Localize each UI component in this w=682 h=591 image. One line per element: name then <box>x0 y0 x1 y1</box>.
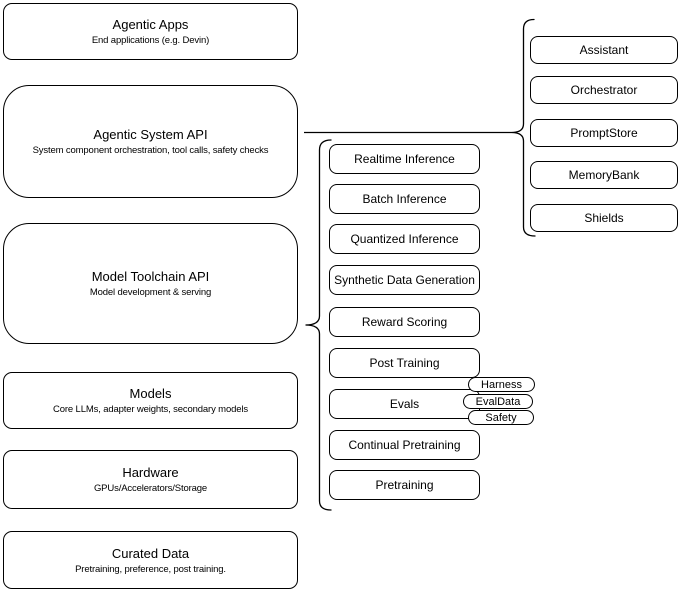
node-reward-scoring: Reward Scoring <box>329 307 480 337</box>
node-subtitle: System component orchestration, tool cal… <box>32 145 269 156</box>
node-title: Agentic Apps <box>112 17 189 32</box>
node-post-training: Post Training <box>329 348 480 378</box>
node-subtitle: Core LLMs, adapter weights, secondary mo… <box>53 404 248 415</box>
badge-harness: Harness <box>468 377 535 392</box>
node-synthetic-data-generation: Synthetic Data Generation <box>329 265 480 295</box>
node-memorybank: MemoryBank <box>530 161 678 189</box>
node-assistant: Assistant <box>530 36 678 64</box>
node-continual-pretraining: Continual Pretraining <box>329 430 480 460</box>
node-shields: Shields <box>530 204 678 232</box>
node-curated-data: Curated Data Pretraining, preference, po… <box>3 531 298 589</box>
toolchain-brace <box>305 139 332 511</box>
node-model-toolchain-api: Model Toolchain API Model development & … <box>3 223 298 344</box>
node-title: Model Toolchain API <box>91 269 210 284</box>
node-subtitle: End applications (e.g. Devin) <box>91 35 210 46</box>
node-title: Agentic System API <box>93 127 208 142</box>
node-title: Models <box>129 386 172 401</box>
node-subtitle: Pretraining, preference, post training. <box>75 563 226 575</box>
node-agentic-system-api: Agentic System API System component orch… <box>3 85 298 198</box>
node-title: Hardware <box>122 465 179 480</box>
badge-safety: Safety <box>468 410 534 425</box>
node-quantized-inference: Quantized Inference <box>329 224 480 254</box>
node-title: Curated Data <box>111 545 190 561</box>
node-models: Models Core LLMs, adapter weights, secon… <box>3 372 298 429</box>
node-agentic-apps: Agentic Apps End applications (e.g. Devi… <box>3 3 298 60</box>
node-subtitle: Model development & serving <box>89 287 212 298</box>
node-orchestrator: Orchestrator <box>530 76 678 104</box>
node-subtitle: GPUs/Accelerators/Storage <box>93 483 208 494</box>
node-promptstore: PromptStore <box>530 119 678 147</box>
badge-evaldata: EvalData <box>463 394 533 409</box>
node-evals: Evals <box>329 389 480 419</box>
node-batch-inference: Batch Inference <box>329 184 480 214</box>
node-hardware: Hardware GPUs/Accelerators/Storage <box>3 450 298 509</box>
node-pretraining: Pretraining <box>329 470 480 500</box>
node-realtime-inference: Realtime Inference <box>329 144 480 174</box>
